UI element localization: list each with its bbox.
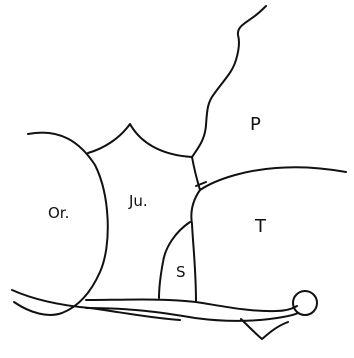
squamosal-left-edge — [159, 222, 190, 298]
label-jugal: Ju. — [128, 192, 148, 210]
zygomatic-bar-lower — [86, 308, 298, 321]
temporal-left-edge — [191, 190, 200, 302]
temporal-top-edge — [200, 167, 346, 190]
condyle-knob — [293, 291, 317, 315]
hook-shape — [241, 319, 288, 339]
label-parietal: P — [250, 114, 261, 135]
jaw-lower-line — [12, 290, 180, 320]
label-orbit: Or. — [48, 204, 69, 222]
label-squamosal: S — [176, 263, 186, 281]
label-temporal: T — [254, 216, 267, 237]
jugal-top-edge — [88, 124, 192, 157]
orbit-outline — [14, 133, 108, 315]
